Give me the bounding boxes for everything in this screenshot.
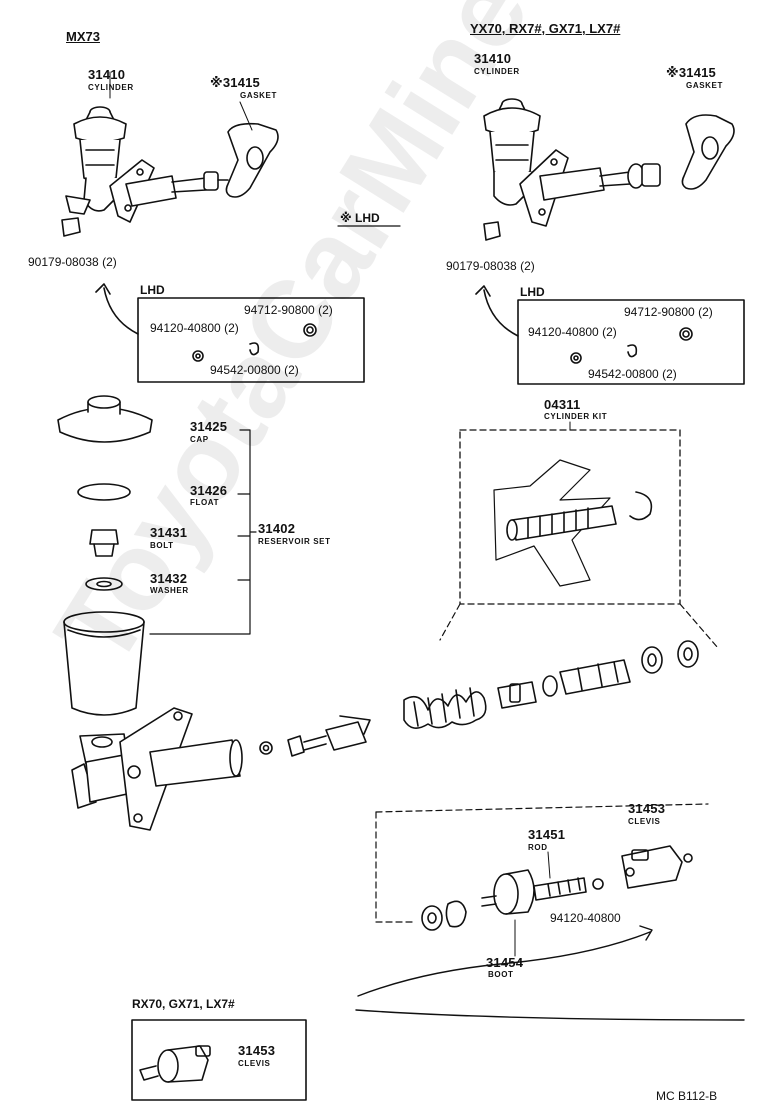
right-lhd-box-title: LHD <box>520 285 545 299</box>
right-cylinder-name: CYLINDER <box>474 67 520 76</box>
reservoir-set-parts <box>57 395 257 716</box>
washer-number: 31432 <box>150 571 188 586</box>
right-lhd-box <box>475 285 745 385</box>
float-number: 31426 <box>190 483 228 498</box>
right-lhd-part-3: 94542-00800 (2) <box>588 367 677 381</box>
washer-name: WASHER <box>150 586 189 595</box>
internal-parts <box>259 640 699 757</box>
cylinder-kit-name: CYLINDER KIT <box>544 412 608 421</box>
cylinder-kit-number: 04311 <box>544 397 581 412</box>
right-lhd-part-2: 94120-40800 (2) <box>528 325 617 339</box>
left-lhd-part-2: 94120-40800 (2) <box>150 321 239 335</box>
left-gasket-name: GASKET <box>240 91 277 100</box>
reservoir-set-name: RESERVOIR SET <box>258 537 331 546</box>
left-gasket-number: ※31415 <box>210 75 260 90</box>
left-lhd-note: ※ LHD <box>340 211 380 225</box>
bottom-clevis-number: 31453 <box>238 1043 276 1058</box>
right-gasket-name: GASKET <box>686 81 723 90</box>
clevis-number: 31453 <box>628 801 666 816</box>
boot-name: BOOT <box>488 970 514 979</box>
bottom-clevis-box <box>131 1019 307 1101</box>
pushrod-parts <box>355 803 745 1021</box>
reservoir-set-number: 31402 <box>258 521 296 536</box>
cap-number: 31425 <box>190 419 228 434</box>
clevis-name: CLEVIS <box>628 817 661 826</box>
right-cylinder-assembly <box>483 98 735 241</box>
bottom-model-heading: RX70, GX71, LX7# <box>132 997 235 1011</box>
left-lhd-part-1: 94712-90800 (2) <box>244 303 333 317</box>
right-model-heading: YX70, RX7#, GX71, LX7# <box>470 21 621 36</box>
left-model-heading: MX73 <box>66 29 100 44</box>
right-cylinder-number: 31410 <box>474 51 512 66</box>
left-cylinder-assembly <box>61 71 279 237</box>
left-lhd-box-title: LHD <box>140 283 165 297</box>
boot-number: 31454 <box>486 955 524 970</box>
cylinder-kit-box <box>439 421 719 649</box>
right-lhd-part-1: 94712-90800 (2) <box>624 305 713 319</box>
left-lhd-part-3: 94542-00800 (2) <box>210 363 299 377</box>
left-cylinder-name: CYLINDER <box>88 83 134 92</box>
right-gasket-number: ※31415 <box>666 65 716 80</box>
cap-name: CAP <box>190 435 209 444</box>
page-code: MC B112-B <box>656 1089 718 1103</box>
rod-number: 31451 <box>528 827 566 842</box>
bottom-clevis-name: CLEVIS <box>238 1059 271 1068</box>
left-cylinder-number: 31410 <box>88 67 126 82</box>
pushrod-nut-number: 94120-40800 <box>550 911 621 925</box>
float-name: FLOAT <box>190 498 220 507</box>
left-nut-number: 90179-08038 (2) <box>28 255 117 269</box>
bolt-number: 31431 <box>150 525 188 540</box>
master-cylinder-body <box>71 707 243 831</box>
right-nut-number: 90179-08038 (2) <box>446 259 535 273</box>
left-lhd-box <box>95 283 365 383</box>
bolt-name: BOLT <box>150 541 174 550</box>
rod-name: ROD <box>528 843 548 852</box>
